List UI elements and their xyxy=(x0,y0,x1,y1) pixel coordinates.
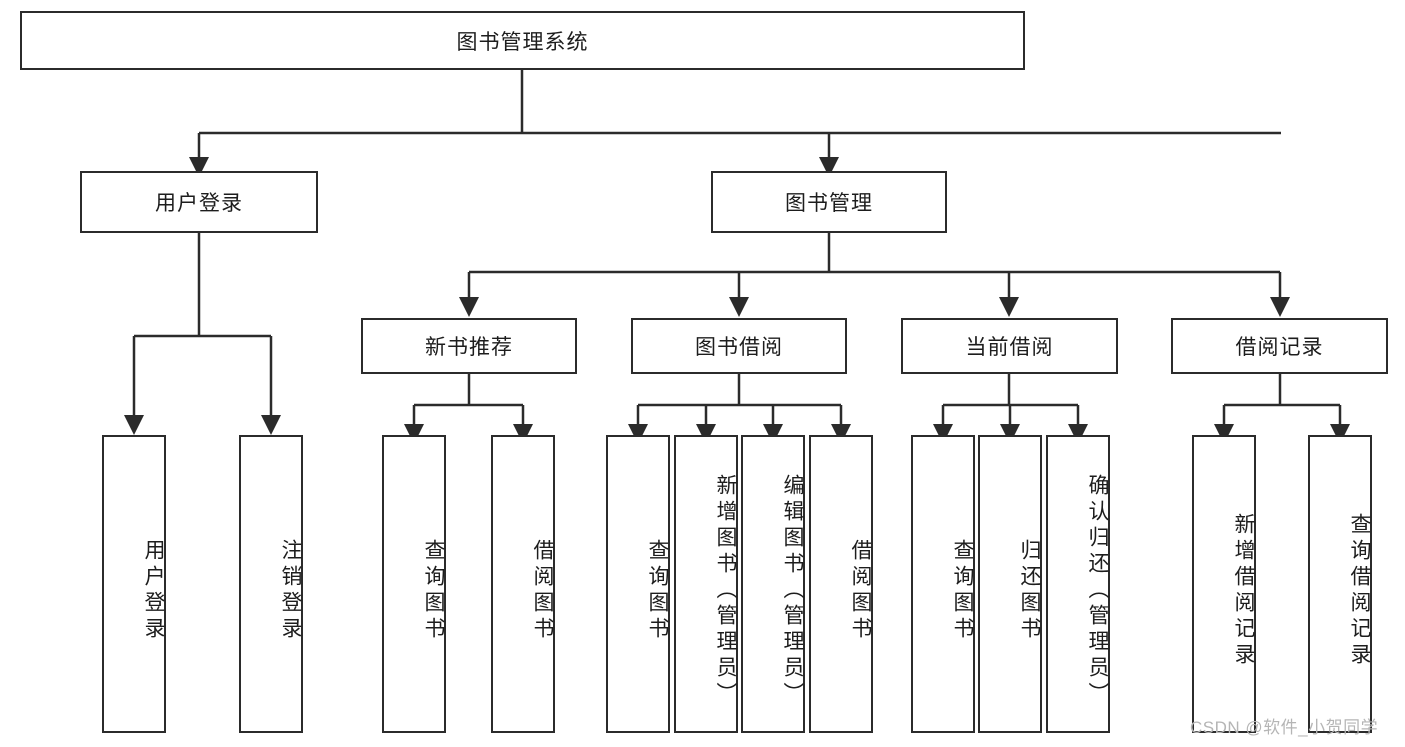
leaf-record-add-record[interactable]: 新增借阅记录 xyxy=(1192,435,1256,733)
leaf-current-confirm-return-admin[interactable]: 确认归还（管理员） xyxy=(1046,435,1110,733)
node-current-borrow[interactable]: 当前借阅 xyxy=(901,318,1118,374)
leaf-user-login-login[interactable]: 用户登录 xyxy=(102,435,166,733)
leaf-user-login-logout[interactable]: 注销登录 xyxy=(239,435,303,733)
leaf-new-book-query-book[interactable]: 查询图书 xyxy=(382,435,446,733)
leaf-new-book-borrow-book[interactable]: 借阅图书 xyxy=(491,435,555,733)
leaf-borrow-query-book[interactable]: 查询图书 xyxy=(606,435,670,733)
node-user-login[interactable]: 用户登录 xyxy=(80,171,318,233)
node-new-book-recommend[interactable]: 新书推荐 xyxy=(361,318,577,374)
node-book-borrow[interactable]: 图书借阅 xyxy=(631,318,847,374)
watermark-text: CSDN @软件_小贺同学 xyxy=(1190,718,1379,737)
node-book-management[interactable]: 图书管理 xyxy=(711,171,947,233)
leaf-borrow-edit-book-admin[interactable]: 编辑图书（管理员） xyxy=(741,435,805,733)
node-root-book-management-system[interactable]: 图书管理系统 xyxy=(20,11,1025,70)
leaf-borrow-borrow-book[interactable]: 借阅图书 xyxy=(809,435,873,733)
leaf-current-return-book[interactable]: 归还图书 xyxy=(978,435,1042,733)
leaf-current-query-book[interactable]: 查询图书 xyxy=(911,435,975,733)
leaf-borrow-add-book-admin[interactable]: 新增图书（管理员） xyxy=(674,435,738,733)
node-borrow-record[interactable]: 借阅记录 xyxy=(1171,318,1388,374)
leaf-record-query-record[interactable]: 查询借阅记录 xyxy=(1308,435,1372,733)
